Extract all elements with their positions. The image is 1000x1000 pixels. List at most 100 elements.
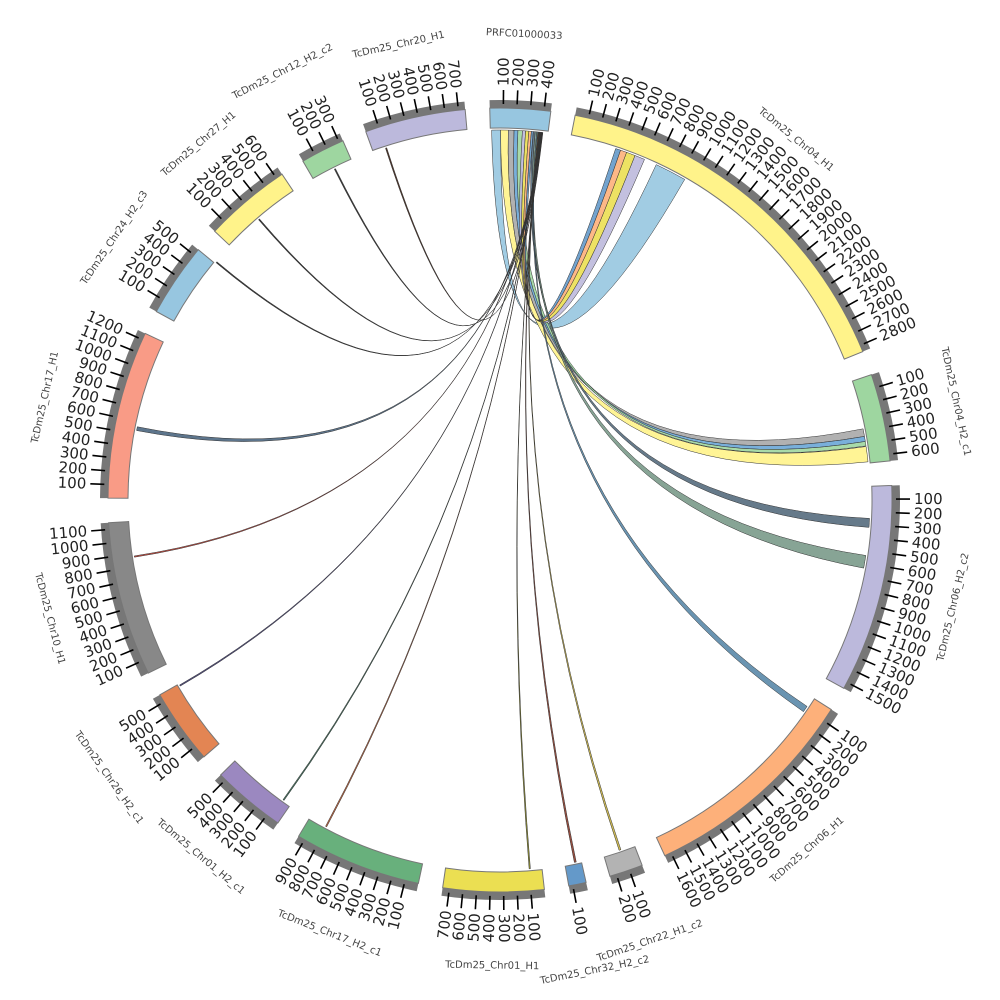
segment-scale-band bbox=[871, 372, 899, 461]
tick-label: 1100 bbox=[48, 522, 87, 543]
segment-band bbox=[159, 684, 220, 758]
tick-mark bbox=[719, 828, 729, 842]
tick-label: 400 bbox=[399, 65, 423, 97]
tick-mark bbox=[244, 809, 255, 822]
tick-label: 600 bbox=[906, 562, 937, 585]
segment-band bbox=[302, 140, 352, 180]
tick-mark bbox=[742, 812, 752, 825]
tick-mark bbox=[265, 162, 275, 176]
tick-mark bbox=[163, 726, 176, 736]
segment-band bbox=[655, 698, 832, 857]
tick-label: 200 bbox=[58, 458, 88, 478]
tick-mark bbox=[806, 240, 819, 251]
tick-mark bbox=[629, 873, 637, 888]
tick-mark bbox=[863, 337, 878, 345]
tick-mark bbox=[170, 254, 183, 264]
link-ribbon bbox=[525, 131, 577, 863]
tick-label: 100 bbox=[914, 490, 943, 508]
tick-mark bbox=[180, 748, 193, 759]
tick-mark bbox=[758, 189, 770, 202]
tick-label: 1000 bbox=[50, 537, 90, 559]
segment-band bbox=[489, 107, 552, 132]
tick-label: 200 bbox=[913, 504, 942, 523]
tick-mark bbox=[572, 888, 577, 904]
tick-mark bbox=[884, 593, 899, 599]
tick-label: 200 bbox=[509, 913, 528, 942]
link-ribbon bbox=[325, 131, 541, 828]
tick-mark bbox=[516, 895, 519, 910]
segment-label: TcDm25_Chr22_H1_c2 bbox=[595, 918, 705, 964]
tick-mark bbox=[446, 892, 450, 907]
tick-mark bbox=[294, 842, 304, 856]
tick-label: 600 bbox=[449, 911, 470, 941]
tick-mark bbox=[628, 112, 635, 126]
tick-label: 600 bbox=[429, 60, 451, 91]
tick-mark bbox=[106, 610, 121, 616]
tick-mark bbox=[516, 90, 519, 105]
tick-mark bbox=[615, 107, 621, 122]
tick-mark bbox=[99, 583, 114, 588]
tick-mark bbox=[778, 208, 790, 220]
tick-mark bbox=[92, 542, 107, 546]
tick-mark bbox=[110, 623, 125, 630]
tick-mark bbox=[810, 744, 823, 755]
link-ribbon bbox=[333, 132, 543, 326]
link-ribbon bbox=[258, 132, 543, 342]
tick-mark bbox=[768, 199, 780, 211]
tick-mark bbox=[233, 800, 244, 813]
tick-mark bbox=[737, 171, 747, 184]
tick-mark bbox=[125, 661, 140, 669]
segment-label: TcDm25_Chr06_H2_c2 bbox=[935, 552, 971, 664]
tick-mark bbox=[125, 331, 139, 339]
tick-mark bbox=[171, 737, 185, 748]
links-layer bbox=[133, 129, 870, 870]
tick-mark bbox=[413, 98, 419, 113]
tick-mark bbox=[94, 440, 109, 445]
tick-label: 600 bbox=[65, 398, 97, 422]
tick-mark bbox=[653, 122, 661, 136]
tick-mark bbox=[231, 188, 243, 201]
tick-label: 200 bbox=[509, 57, 528, 86]
tick-label: 100 bbox=[585, 67, 609, 99]
tick-mark bbox=[726, 163, 736, 176]
tick-mark bbox=[872, 633, 887, 640]
link-ribbon bbox=[524, 131, 621, 321]
tick-label: 700 bbox=[903, 576, 935, 599]
tick-mark bbox=[179, 243, 192, 254]
tick-label: 500 bbox=[63, 413, 94, 436]
segment-band bbox=[365, 109, 468, 152]
tick-label: 400 bbox=[911, 533, 941, 554]
tick-mark bbox=[120, 649, 134, 656]
tick-label: 400 bbox=[905, 409, 936, 432]
tick-mark bbox=[399, 884, 405, 899]
tick-mark bbox=[708, 836, 717, 849]
tick-mark bbox=[221, 198, 232, 210]
tick-mark bbox=[666, 128, 674, 142]
tick-mark bbox=[892, 553, 907, 557]
tick-label: 300 bbox=[912, 519, 942, 539]
tick-mark bbox=[154, 277, 168, 287]
tick-mark bbox=[684, 849, 693, 863]
tick-mark bbox=[102, 596, 117, 602]
tick-mark bbox=[242, 179, 253, 192]
link-ribbon bbox=[532, 131, 808, 713]
tick-mark bbox=[823, 263, 836, 273]
tick-mark bbox=[255, 817, 266, 831]
tick-mark bbox=[460, 894, 464, 909]
tick-mark bbox=[788, 219, 800, 230]
segment-label: TcDm25_Chr17_H1 bbox=[29, 350, 61, 445]
tick-mark bbox=[818, 733, 831, 744]
tick-label: 500 bbox=[464, 913, 484, 943]
segment-band bbox=[825, 484, 893, 690]
tick-mark bbox=[856, 671, 870, 679]
segment-tcdm25-chr10-h1: 10020030040050060070080090010001100TcDm2… bbox=[32, 521, 167, 690]
tick-mark bbox=[641, 116, 648, 131]
tick-mark bbox=[783, 775, 795, 787]
tick-label: 100 bbox=[524, 912, 544, 942]
tick-label: 500 bbox=[909, 547, 940, 569]
link-ribbon bbox=[179, 131, 541, 687]
tick-label: 400 bbox=[480, 914, 499, 943]
